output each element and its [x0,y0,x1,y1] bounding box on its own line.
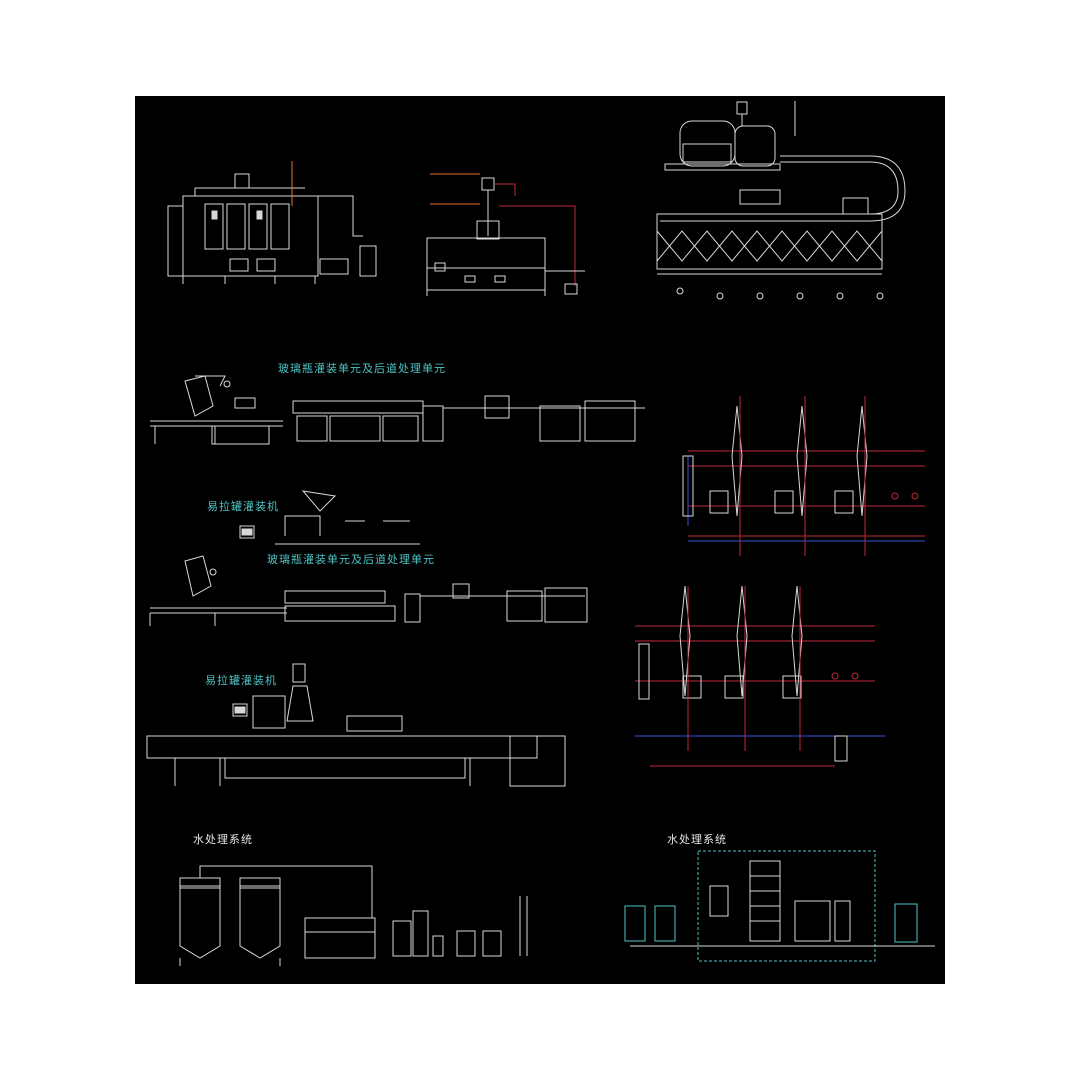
evaporator-system-2 [635,585,885,767]
water-treatment-system-left [179,865,528,966]
glass-bottle-unit-label-1: 玻璃瓶灌装单元及后道处理单元 [278,362,446,375]
processing-skid-diagram [167,161,377,284]
glass-bottle-unit-label-2: 玻璃瓶灌装单元及后道处理单元 [267,553,435,566]
glass-bottle-line-1 [150,375,645,445]
can-filler-label-1: 易拉罐灌装机 [207,500,279,513]
glass-bottle-line-2 [149,555,588,626]
can-filler-2 [146,663,566,787]
evaporator-system-1 [682,396,925,556]
tunnel-conveyor-diagram [656,101,906,300]
water-treatment-label-right: 水处理系统 [667,833,727,846]
can-filler-label-2: 易拉罐灌装机 [205,674,277,687]
filling-machine-diagram [426,173,585,296]
cad-drawing-canvas: 玻璃瓶灌装单元及后道处理单元 易拉罐灌装机 玻璃瓶灌装单元及后道处理单元 易拉罐… [135,96,945,984]
can-filler-1 [239,490,420,545]
water-treatment-system-right [624,850,935,962]
water-treatment-label-left: 水处理系统 [193,833,253,846]
